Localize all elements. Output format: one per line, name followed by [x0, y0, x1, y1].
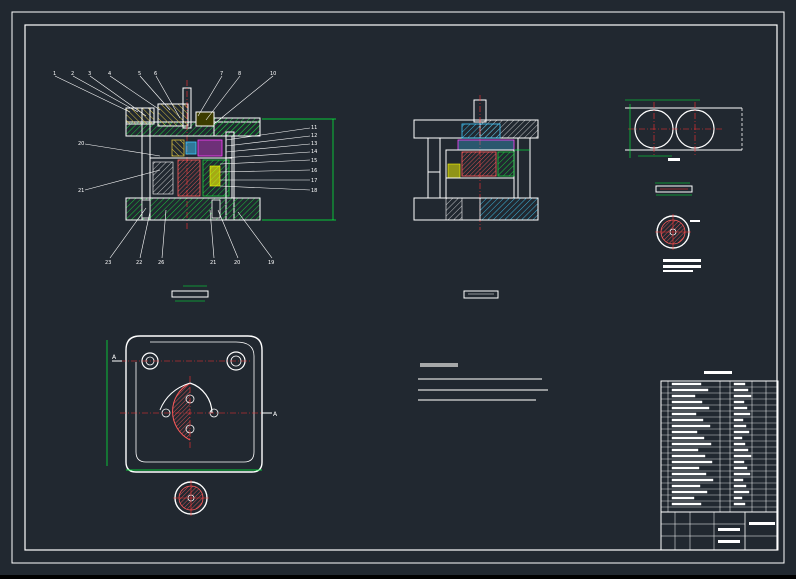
parts-list-cell-text	[733, 412, 751, 416]
gear-part-bottom	[173, 480, 209, 516]
part-number-18: 18	[311, 188, 317, 194]
technical-requirements-notes	[418, 363, 548, 401]
parts-list-cell-text	[733, 472, 751, 476]
part-number-17: 17	[311, 178, 317, 184]
parts-list-cell-text	[671, 400, 703, 404]
part-number-22: 22	[136, 260, 142, 266]
title-block	[660, 511, 779, 551]
part-number-20: 20	[234, 260, 240, 266]
part-number-15: 15	[311, 158, 317, 164]
parts-list-cell-text	[671, 472, 707, 476]
strip-part-view	[171, 285, 209, 302]
parts-list-cell-text	[671, 466, 700, 470]
parts-list-cell-text	[671, 418, 704, 422]
part-number-20-left: 20	[78, 141, 84, 147]
parts-list-cell-text	[733, 436, 743, 440]
part-number-7: 7	[220, 71, 223, 77]
parts-list-cell-text	[733, 442, 746, 446]
parts-list-cell-text	[733, 496, 743, 500]
section-mark-left: A	[112, 354, 117, 361]
parts-list-cell-text	[671, 430, 698, 434]
part-number-16: 16	[311, 168, 317, 174]
part-number-1: 1	[53, 71, 56, 77]
part-number-21-left: 21	[78, 188, 84, 194]
part-number-11: 11	[311, 125, 317, 131]
parts-list-cell-text	[733, 478, 744, 482]
part-number-26: 26	[158, 260, 164, 266]
parts-list-cell-text	[671, 454, 706, 458]
parts-list-cell-text	[671, 442, 712, 446]
inner-frame	[24, 24, 778, 551]
parts-list-cell-text	[733, 418, 744, 422]
parts-list-cell-text	[671, 478, 714, 482]
parts-list-cell-text	[671, 406, 710, 410]
part-number-2: 2	[71, 71, 74, 77]
part-number-12: 12	[311, 133, 317, 139]
strip-layout-view	[625, 99, 743, 161]
parts-list-cell-text	[733, 424, 747, 428]
parts-list-cell-text	[671, 484, 701, 488]
part-number-5: 5	[138, 71, 141, 77]
parts-list-cell-text	[733, 454, 752, 458]
outer-frame	[11, 11, 785, 564]
parts-list-cell-text	[733, 448, 749, 452]
parts-list-cell-text	[733, 388, 749, 392]
side-section-view	[413, 95, 539, 230]
part-number-4: 4	[108, 71, 111, 77]
parts-list-cell-text	[733, 466, 748, 470]
parts-list-cell-text	[733, 394, 752, 398]
part-number-14: 14	[311, 149, 317, 155]
parts-list-cell-text	[671, 412, 697, 416]
parts-list-cell-text	[671, 394, 696, 398]
parts-list-cell-text	[733, 382, 746, 386]
assembly-section-view: 1 2 3 4 5 6 7 8 10 11 12 13 14 15 16 17 …	[53, 71, 336, 266]
parts-list-cell-text	[671, 436, 705, 440]
parts-list-cell-text	[733, 406, 748, 410]
parts-list-cell-text	[671, 388, 709, 392]
section-mark-right: A	[273, 411, 278, 418]
part-number-6: 6	[154, 71, 157, 77]
part-number-8: 8	[238, 71, 241, 77]
parts-list-table	[660, 371, 779, 513]
parts-list-cell-text	[733, 400, 745, 404]
parts-list-cell-text	[671, 460, 713, 464]
part-number-21: 21	[210, 260, 216, 266]
parts-list-cell-text	[733, 484, 747, 488]
die-plan-view: A A	[106, 335, 278, 473]
part-number-23: 23	[105, 260, 111, 266]
gear-part-top	[655, 214, 701, 272]
part-number-19: 19	[268, 260, 274, 266]
parts-list-cell-text	[733, 490, 750, 494]
parts-list-cell-text	[671, 424, 711, 428]
parts-list-cell-text	[671, 502, 702, 506]
part-number-13: 13	[311, 141, 317, 147]
plate-part-view	[463, 290, 499, 299]
parts-list-cell-text	[733, 460, 745, 464]
parts-list-cell-text	[671, 382, 702, 386]
parts-list-cell-text	[733, 502, 746, 506]
part-number-3: 3	[88, 71, 91, 77]
part-number-10: 10	[270, 71, 276, 77]
parts-list-cell-text	[733, 430, 750, 434]
parts-list-cell-text	[671, 496, 695, 500]
parts-list-cell-text	[671, 448, 699, 452]
blank-profile-view	[655, 182, 693, 196]
parts-list-cell-text	[671, 490, 708, 494]
